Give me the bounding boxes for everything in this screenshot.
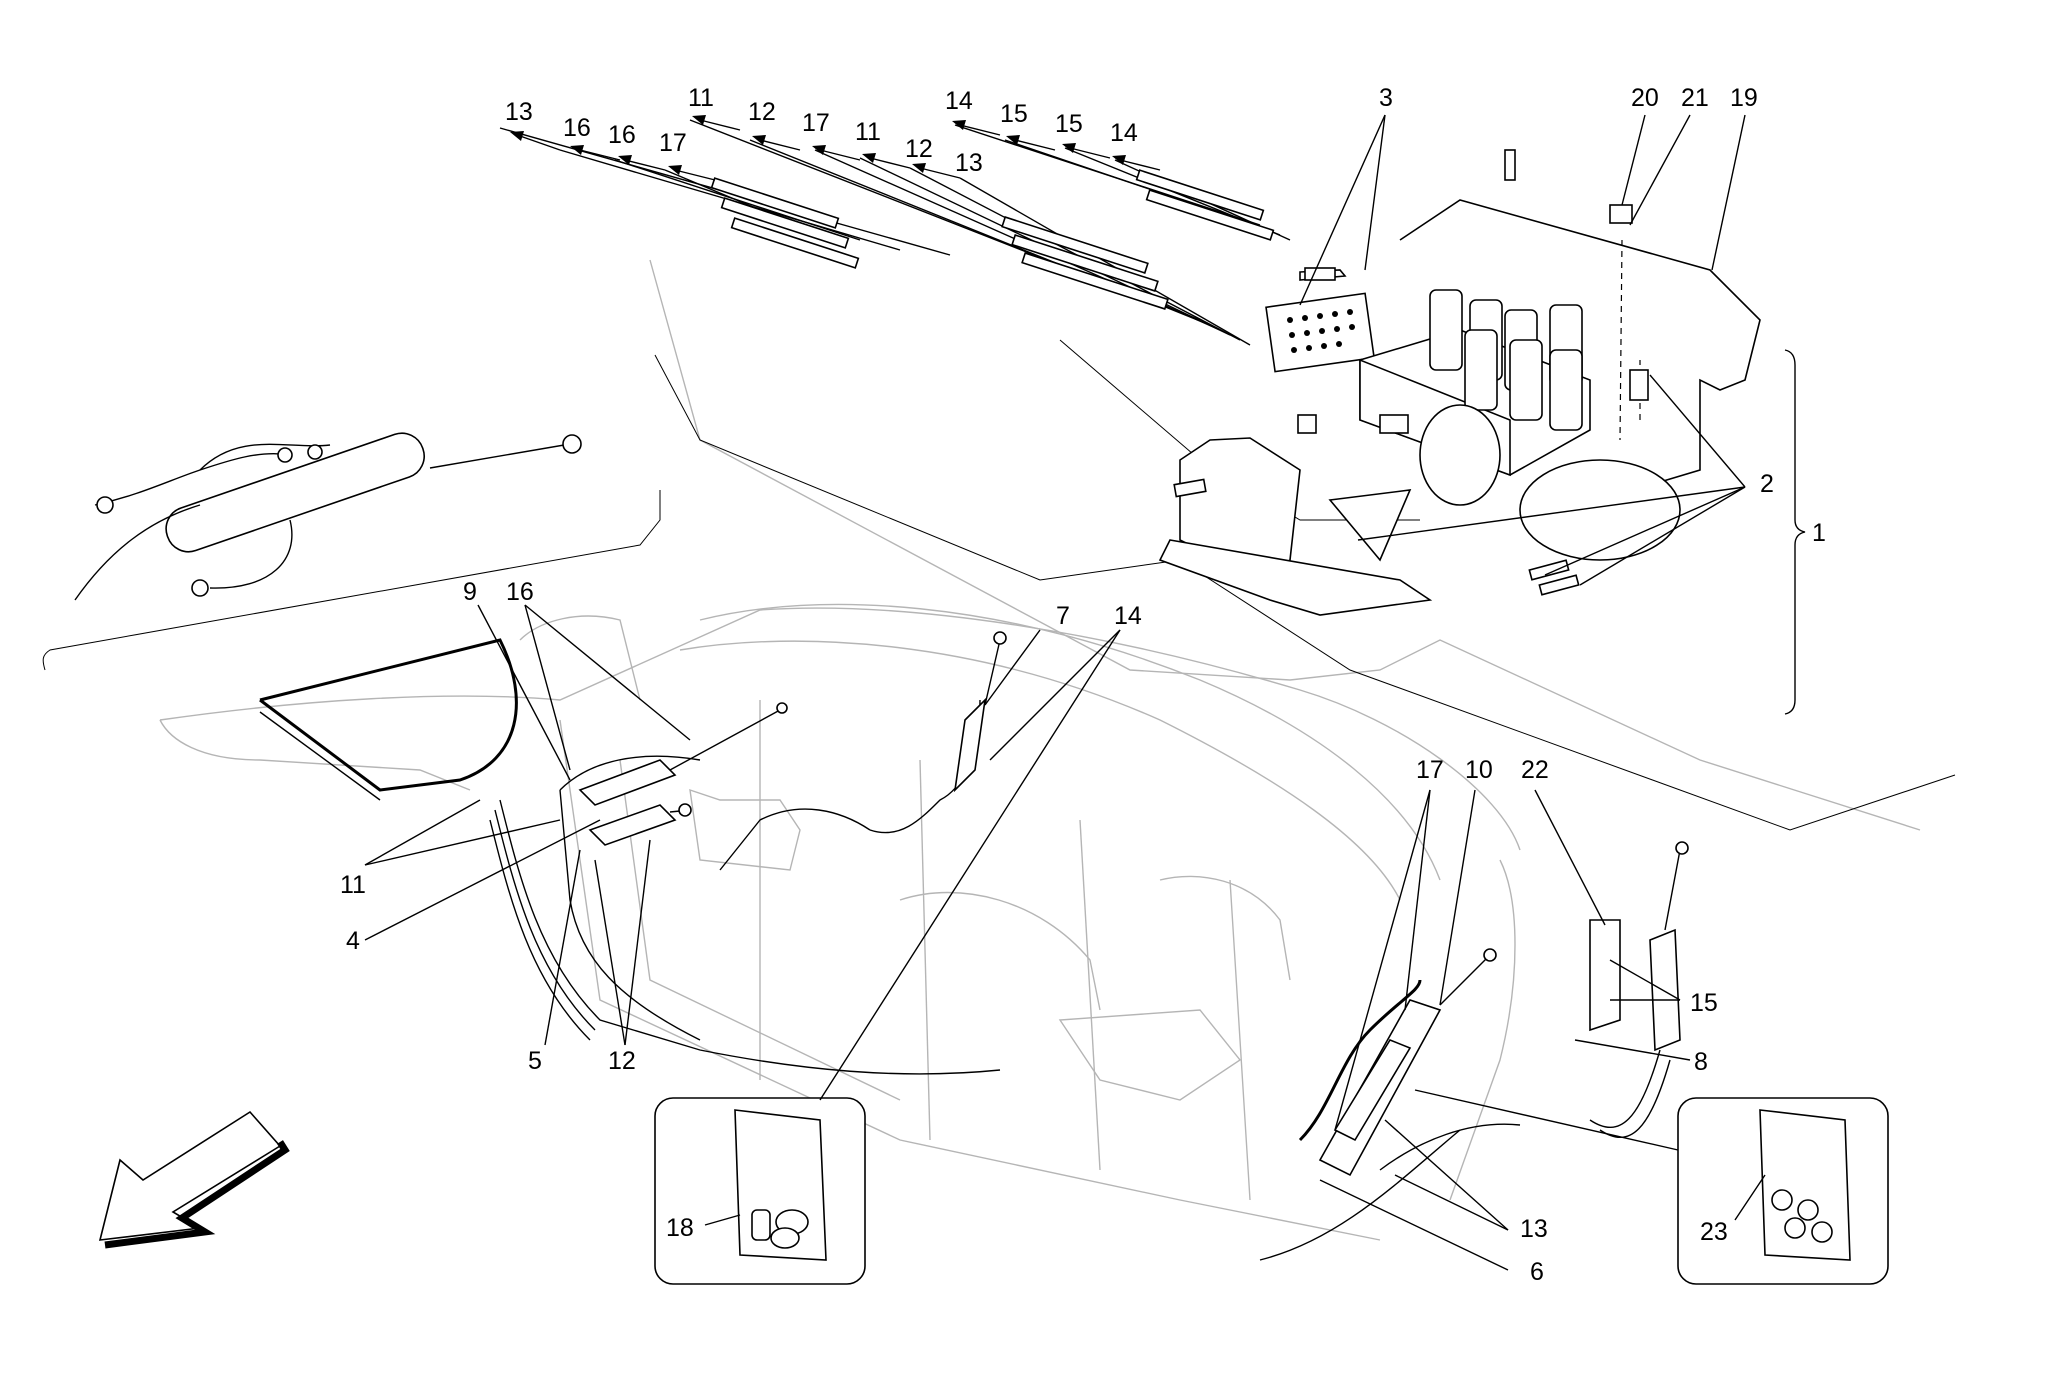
callout-5: 5 bbox=[528, 1047, 542, 1075]
callout-15b: 15 bbox=[1055, 110, 1083, 138]
callout-3: 3 bbox=[1379, 84, 1393, 112]
callout-15a: 15 bbox=[1000, 100, 1028, 128]
callout-20: 20 bbox=[1631, 84, 1659, 112]
kit-inset-18 bbox=[654, 1097, 866, 1285]
callout-16a: 16 bbox=[563, 114, 591, 142]
callout-14a: 14 bbox=[945, 87, 973, 115]
callout-2: 2 bbox=[1760, 470, 1774, 498]
gas-strut-detail bbox=[74, 432, 582, 601]
kit-inset-23 bbox=[1677, 1097, 1889, 1285]
direction-arrow bbox=[98, 1110, 290, 1249]
callout-17b: 17 bbox=[802, 109, 830, 137]
callout-1: 1 bbox=[1812, 519, 1826, 547]
callout-6: 6 bbox=[1530, 1258, 1544, 1286]
callout-16b: 16 bbox=[608, 121, 636, 149]
callout-11b: 11 bbox=[855, 118, 881, 146]
callout-7: 7 bbox=[1056, 602, 1070, 630]
callout-14c: 14 bbox=[1114, 602, 1142, 630]
callout-9: 9 bbox=[463, 578, 477, 606]
callout-22: 22 bbox=[1521, 756, 1549, 784]
callout-13b: 13 bbox=[955, 149, 983, 177]
callout-13c: 13 bbox=[1520, 1215, 1548, 1243]
callout-19: 19 bbox=[1730, 84, 1758, 112]
callout-4: 4 bbox=[346, 927, 360, 955]
callout-11a: 11 bbox=[688, 84, 714, 112]
callout-12c: 12 bbox=[608, 1047, 636, 1075]
callout-10: 10 bbox=[1465, 756, 1493, 784]
connector-block bbox=[1265, 269, 1376, 373]
callout-13a: 13 bbox=[505, 98, 533, 126]
callout-23: 23 bbox=[1700, 1218, 1728, 1246]
leader-lines bbox=[364, 114, 1766, 1271]
callout-18: 18 bbox=[666, 1214, 694, 1242]
roof-mechanism bbox=[259, 631, 1689, 1261]
callout-12b: 12 bbox=[905, 135, 933, 163]
callout-labels: 1 2 3 4 5 6 7 8 9 10 11 11 11 12 12 12 1… bbox=[340, 84, 1826, 1286]
callout-16c: 16 bbox=[506, 578, 534, 606]
callout-15c: 15 bbox=[1690, 989, 1718, 1017]
hydraulic-pump-unit bbox=[1158, 199, 1761, 616]
callout-21: 21 bbox=[1681, 84, 1709, 112]
callout-14b: 14 bbox=[1110, 119, 1138, 147]
callout-11c: 11 bbox=[340, 871, 366, 899]
callout-17a: 17 bbox=[659, 129, 687, 157]
callout-17c: 17 bbox=[1416, 756, 1444, 784]
hose-bundle-upper bbox=[499, 119, 1291, 346]
callout-8: 8 bbox=[1694, 1048, 1708, 1076]
assembly-brace bbox=[1784, 349, 1806, 715]
callout-12a: 12 bbox=[748, 98, 776, 126]
